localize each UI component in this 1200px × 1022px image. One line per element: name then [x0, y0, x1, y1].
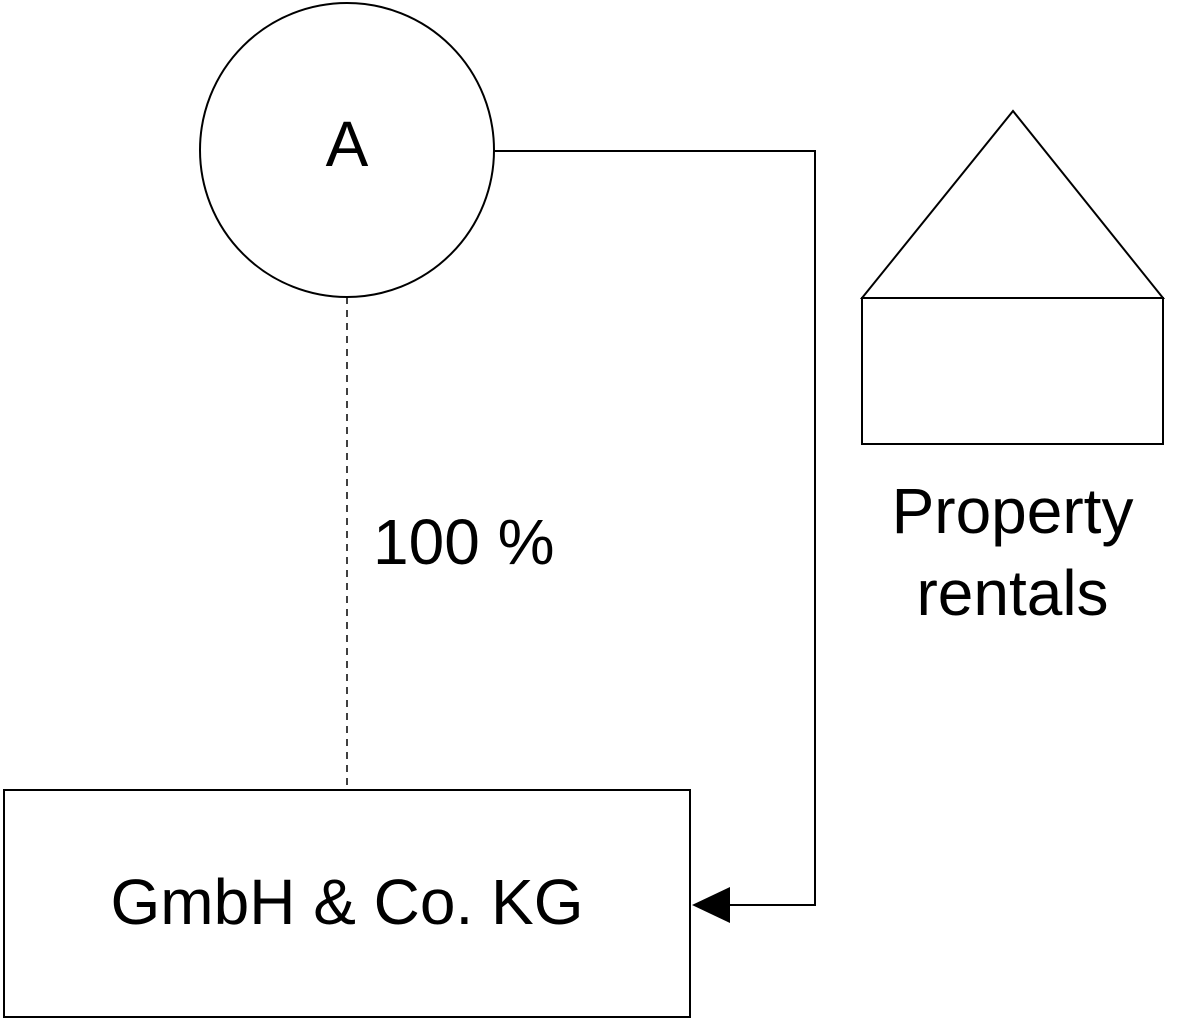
property-line-1: Property	[891, 475, 1134, 547]
property-line-2: rentals	[916, 557, 1109, 629]
company-box	[3, 789, 691, 1018]
arrowhead-icon	[692, 887, 730, 923]
house-roof	[859, 109, 1166, 299]
company-label: GmbH & Co. KG	[110, 866, 584, 938]
house-body	[861, 297, 1164, 445]
house-icon	[859, 109, 1166, 445]
rental-connector-line	[494, 150, 816, 906]
property-rentals-label: Property rentals	[860, 470, 1165, 634]
ownership-percentage: 100 %	[373, 506, 555, 578]
shareholder-label: A	[325, 108, 369, 180]
